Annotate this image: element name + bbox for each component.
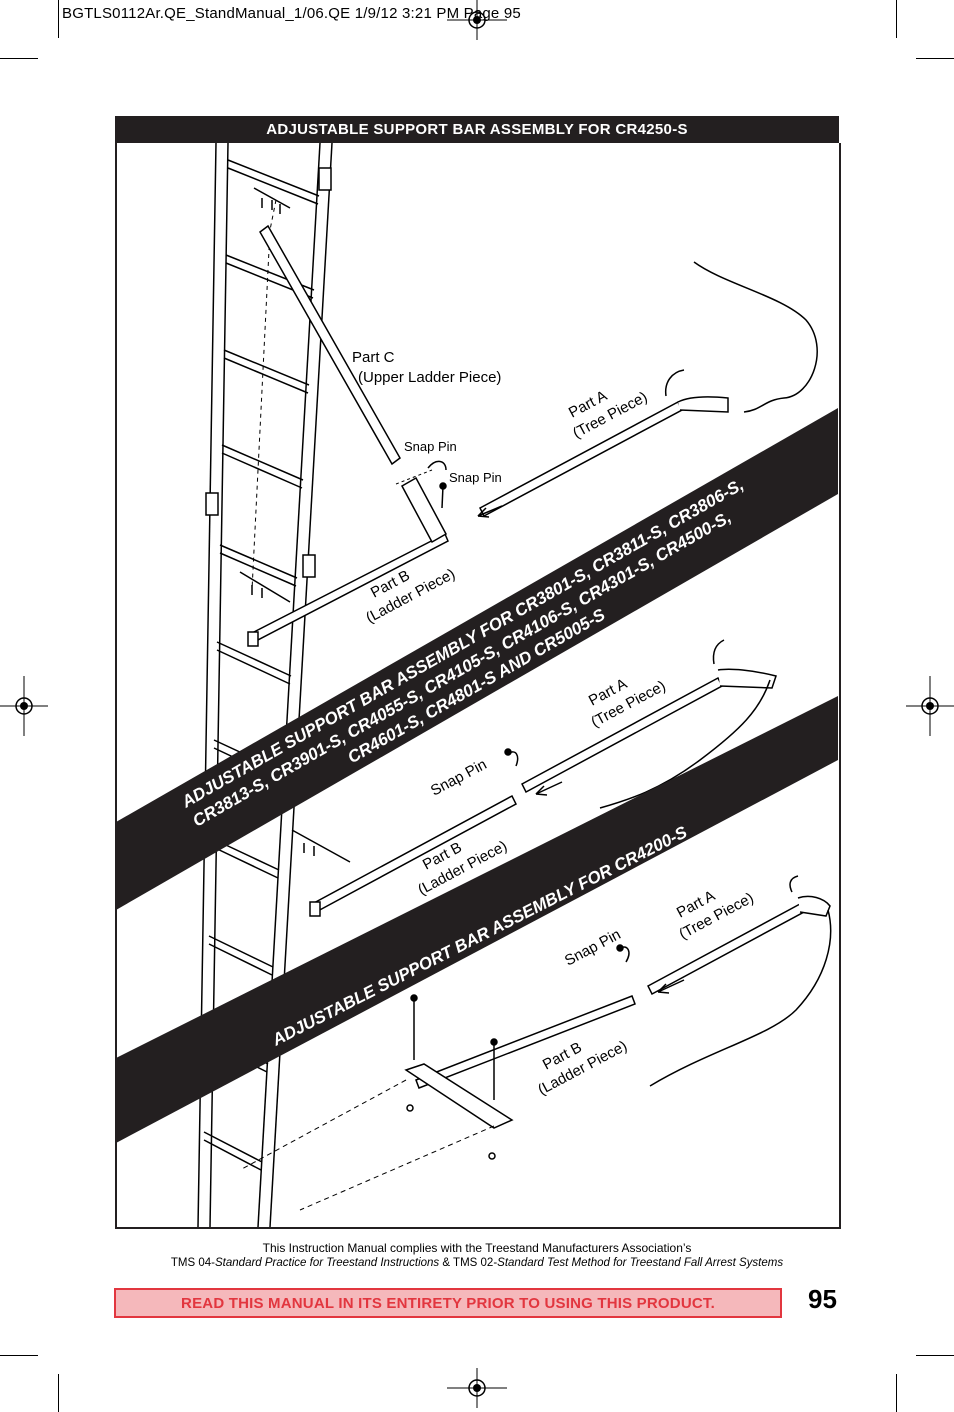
- label-part-c-desc: (Upper Ladder Piece): [358, 369, 501, 386]
- page-number: 95: [808, 1284, 837, 1314]
- print-slug-line: BGTLS0112Ar.QE_StandManual_1/06.QE 1/9/1…: [62, 5, 521, 22]
- label-part-c: Part C: [352, 349, 395, 366]
- crop-mark-bottom-right-h: [916, 1355, 954, 1356]
- tms02-title: Standard Test Method for Treestand Fall …: [497, 1257, 784, 1269]
- tms-connector: &: [442, 1257, 451, 1269]
- tms04-title: Standard Practice for Treestand Instruct…: [215, 1257, 440, 1269]
- crop-mark-bottom-right-v: [896, 1374, 897, 1412]
- section1-parts: [247, 224, 818, 647]
- section3-parts: [239, 875, 832, 1211]
- read-manual-warning: READ THIS MANUAL IN ITS ENTIRETY PRIOR T…: [114, 1288, 782, 1318]
- band1-line1: ADJUSTABLE SUPPORT BAR ASSEMBLY FOR CR38…: [178, 475, 747, 812]
- section-header-cr4250: ADJUSTABLE SUPPORT BAR ASSEMBLY FOR CR42…: [115, 116, 839, 143]
- label-snap-pin-3: Snap Pin: [428, 756, 490, 800]
- diagram-frame: [115, 143, 841, 1229]
- crop-mark-bottom-left-h: [0, 1355, 38, 1356]
- crop-mark-top-right-v: [896, 0, 897, 38]
- tms04-code: TMS 04: [170, 1257, 212, 1269]
- crop-mark-top-left-h: [0, 58, 38, 59]
- tms02-code: TMS 02: [453, 1257, 494, 1269]
- band1-background: [116, 408, 838, 910]
- band2-background: [116, 696, 838, 1143]
- section-header-title: ADJUSTABLE SUPPORT BAR ASSEMBLY FOR CR42…: [266, 121, 688, 138]
- compliance-note-line1: This Instruction Manual complies with th…: [262, 1241, 692, 1255]
- section2-parts: [309, 639, 777, 917]
- crop-mark-top-right-h: [916, 58, 954, 59]
- warning-text: READ THIS MANUAL IN ITS ENTIRETY PRIOR T…: [181, 1294, 715, 1312]
- crop-mark-top-left-v: [58, 0, 59, 38]
- label-snap-pin-1: Snap Pin: [404, 439, 457, 454]
- label-snap-pin-2: Snap Pin: [449, 470, 502, 485]
- crop-mark-bottom-left-v: [58, 1374, 59, 1412]
- label-snap-pin-4: Snap Pin: [562, 926, 624, 970]
- compliance-note-line2: TMS 04-Standard Practice for Treestand I…: [170, 1257, 784, 1269]
